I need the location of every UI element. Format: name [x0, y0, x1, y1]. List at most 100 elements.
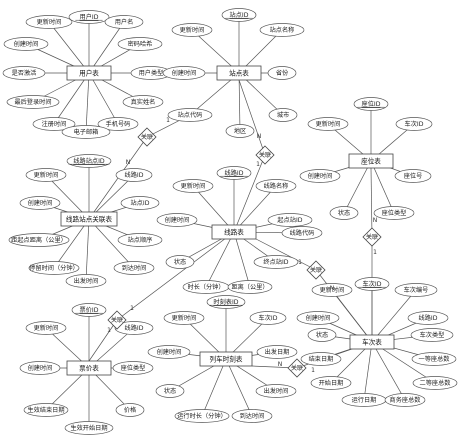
attribute-label: 车次类型 — [420, 331, 445, 339]
attribute-ellipse — [174, 409, 230, 423]
attribute-ellipse — [3, 37, 49, 51]
attribute-label: 运行时长（分钟） — [177, 412, 227, 420]
attribute-label: 城市 — [277, 111, 289, 119]
attribute-ellipse — [97, 117, 139, 131]
relation-label: 关联 — [291, 364, 303, 372]
attribute-label: 出发日期 — [265, 348, 290, 356]
attribute-label: 状态 — [338, 209, 350, 217]
relation-label: 关联 — [259, 151, 271, 159]
attribute-label: 创建时间 — [172, 69, 197, 77]
entity-label: 线路站点关联表 — [66, 214, 113, 223]
attribute-label: 最后登录时间 — [14, 98, 51, 106]
attribute-ellipse — [23, 403, 69, 417]
attribute-ellipse — [310, 376, 352, 390]
attribute-label: 更新时间 — [320, 286, 345, 294]
attribute-label: 线路站点ID — [73, 157, 105, 165]
relation-diamond — [255, 145, 275, 165]
relation-line — [255, 238, 317, 271]
attribute-line — [233, 185, 277, 233]
relation-line — [238, 79, 266, 156]
relation-line — [88, 319, 118, 362]
attribute-ellipse — [162, 66, 206, 80]
attribute-label: 商务座总数 — [390, 396, 422, 404]
attribute-ellipse — [267, 213, 313, 227]
relation-diamond — [107, 310, 127, 330]
cardinality-label: 1 — [107, 327, 111, 334]
attribute-line — [85, 72, 90, 133]
attribute-ellipse — [112, 361, 154, 375]
attribute-label: 电子邮箱 — [74, 128, 99, 136]
attribute-ellipse — [394, 169, 432, 183]
attribute-line — [343, 160, 372, 214]
attribute-label: 一等座总数 — [419, 355, 451, 363]
entity-label: 车次表 — [362, 337, 382, 346]
attribute-ellipse — [61, 125, 111, 139]
attribute-label: 票价ID — [80, 307, 99, 314]
attribute-line — [85, 218, 90, 282]
attribute-line — [363, 341, 373, 401]
attribute-label: 起点站ID — [277, 216, 302, 224]
attribute-ellipse — [225, 124, 255, 138]
attribute-label: 座位ID — [362, 100, 381, 108]
relation-diamond — [137, 127, 157, 147]
attribute-ellipse — [411, 352, 457, 366]
attribute-label: 创建时间 — [308, 172, 333, 180]
attribute-ellipse — [253, 255, 299, 269]
attribute-ellipse — [65, 274, 107, 288]
attribute-label: 站点名称 — [270, 26, 295, 34]
attribute-label: 更新时间 — [180, 26, 205, 34]
attribute-ellipse — [163, 311, 205, 325]
attribute-label: 座位类型 — [382, 209, 407, 217]
attribute-ellipse — [19, 361, 61, 375]
attribute-line — [53, 72, 90, 125]
entity-label: 票价表 — [79, 363, 99, 372]
attribute-label: 更新时间 — [37, 18, 62, 26]
attribute-label: 开始日期 — [319, 379, 344, 387]
attribute-label: 站点顺序 — [128, 236, 153, 244]
attribute-ellipse — [114, 321, 154, 335]
attribute-label: 创建时间 — [28, 199, 53, 207]
relation-diamond — [362, 227, 382, 247]
attribute-ellipse — [113, 261, 155, 275]
relation-diamond — [287, 358, 307, 378]
attribute-label: 结束日期 — [309, 355, 334, 363]
attribute-ellipse — [256, 345, 298, 359]
relation-diamond — [306, 260, 326, 280]
attribute-label: 二等座总数 — [420, 379, 452, 387]
relation-line — [370, 167, 373, 238]
attribute-ellipse — [167, 108, 213, 122]
relation-label: 关联 — [366, 233, 378, 241]
attribute-ellipse — [117, 37, 163, 51]
attribute-line — [88, 218, 135, 269]
entity-label: 线路表 — [224, 227, 244, 236]
attribute-ellipse — [395, 117, 433, 131]
attribute-ellipse — [64, 421, 114, 435]
entity-seat — [348, 153, 394, 169]
attribute-ellipse — [8, 233, 70, 247]
relation-label: 关联 — [310, 266, 322, 274]
attribute-label: 用户ID — [80, 13, 99, 21]
attribute-line — [48, 21, 90, 74]
attribute-label: 创建时间 — [157, 348, 182, 356]
attribute-label: 创建时间 — [28, 364, 53, 372]
entity-timetable — [199, 351, 253, 367]
cardinality-label: 1 — [256, 161, 260, 168]
attribute-label: 真实姓名 — [131, 98, 156, 106]
attribute-ellipse — [384, 393, 426, 407]
attribute-label: 运行日期 — [352, 396, 377, 404]
attribute-label: 创建时间 — [14, 40, 39, 48]
attribute-label: 手机号码 — [106, 120, 131, 128]
attribute-ellipse — [255, 384, 297, 398]
attribute-label: 更新时间 — [34, 324, 59, 332]
attribute-label: 状态 — [316, 331, 328, 339]
attribute-ellipse — [300, 352, 342, 366]
attribute-ellipse — [115, 403, 145, 417]
entity-label: 列车时刻表 — [210, 354, 243, 363]
attribute-ellipse — [120, 196, 160, 210]
attribute-ellipse — [25, 168, 67, 182]
attribute-label: 车次ID — [363, 280, 382, 288]
attribute-label: 是否激活 — [12, 69, 37, 77]
attribute-ellipse — [117, 233, 163, 247]
attribute-label: 状态 — [174, 258, 186, 266]
